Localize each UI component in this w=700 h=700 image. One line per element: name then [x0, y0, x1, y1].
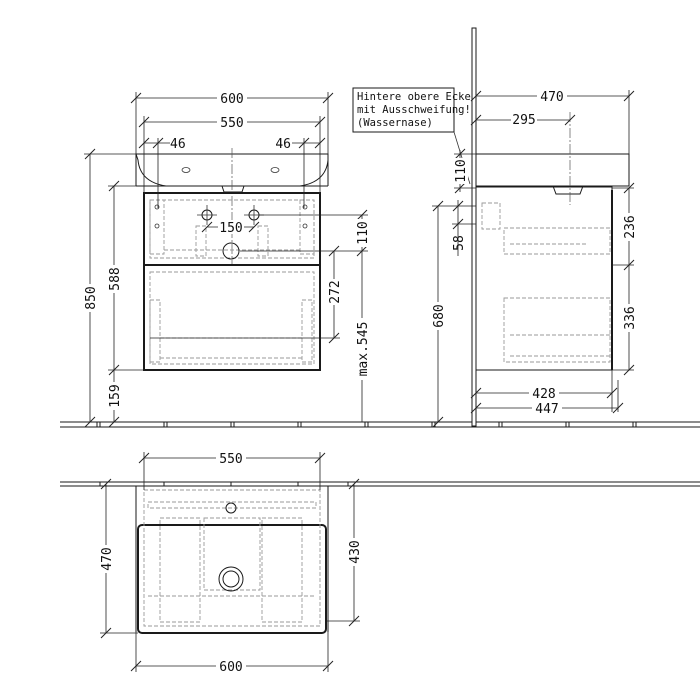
dim-mount-height: 680 [432, 304, 447, 327]
dim-drawer: 272 [328, 280, 343, 303]
cabinet-front [143, 192, 321, 371]
dim-top-basin-depth: 470 [100, 547, 115, 570]
dim-side-depth: 470 [540, 90, 563, 105]
dim-cabinet-width: 550 [220, 116, 243, 131]
dim-upper-drawer: 236 [623, 215, 638, 238]
basin-side [475, 153, 630, 187]
dim-drain-depth: 295 [512, 113, 535, 128]
tap-hole [225, 502, 237, 514]
dim-tap-offset-right: 46 [275, 137, 291, 152]
top-view: 550 600 470 430 [60, 451, 700, 675]
dim-basin-thickness: 110 [454, 159, 469, 182]
dim-cabinet-depth-inner: 428 [532, 387, 555, 402]
note-box [352, 87, 455, 133]
dim-total-height: 850 [84, 286, 99, 309]
overflow-hole-left [181, 167, 191, 173]
dim-drain-spacing: 150 [219, 221, 242, 236]
dim-top-cabinet-width: 550 [219, 452, 242, 467]
dim-top-cabinet-depth: 430 [348, 540, 363, 563]
dim-tap-offset-left: 46 [170, 137, 186, 152]
dim-cabinet-depth-outer: 447 [535, 402, 558, 417]
drain-pipe [222, 242, 240, 260]
floor-line [60, 421, 700, 428]
side-view: Hintere obere Ecke mit Ausschweifung! (W… [352, 27, 638, 428]
drain-trap-side [552, 185, 584, 195]
note-line-1: Hintere obere Ecke [357, 91, 471, 103]
dim-top-basin-width: 600 [219, 660, 242, 675]
dim-basin-width: 600 [220, 92, 243, 107]
note-line-2: mit Ausschweifung! [357, 104, 471, 116]
dim-drain-height-offset: 110 [356, 221, 371, 244]
drain-inner [222, 570, 240, 588]
basin-top-outline [137, 524, 327, 634]
overflow-hole-right [270, 167, 280, 173]
wall-bracket [481, 202, 501, 230]
dim-floor-clearance: 159 [108, 384, 123, 407]
note-line-3: (Wassernase) [357, 117, 433, 129]
drain-outer [218, 566, 244, 592]
wall-section [471, 27, 477, 427]
drain-trap [221, 185, 245, 193]
front-view: 600 550 46 46 150 110 max.5 [82, 90, 371, 428]
dim-upper-offset: 58 [452, 235, 467, 251]
dim-cabinet-height: 588 [108, 267, 123, 290]
dim-lower-drawer: 336 [623, 306, 638, 329]
cabinet-side [475, 186, 613, 371]
dim-max-height: max.545 [356, 322, 371, 377]
